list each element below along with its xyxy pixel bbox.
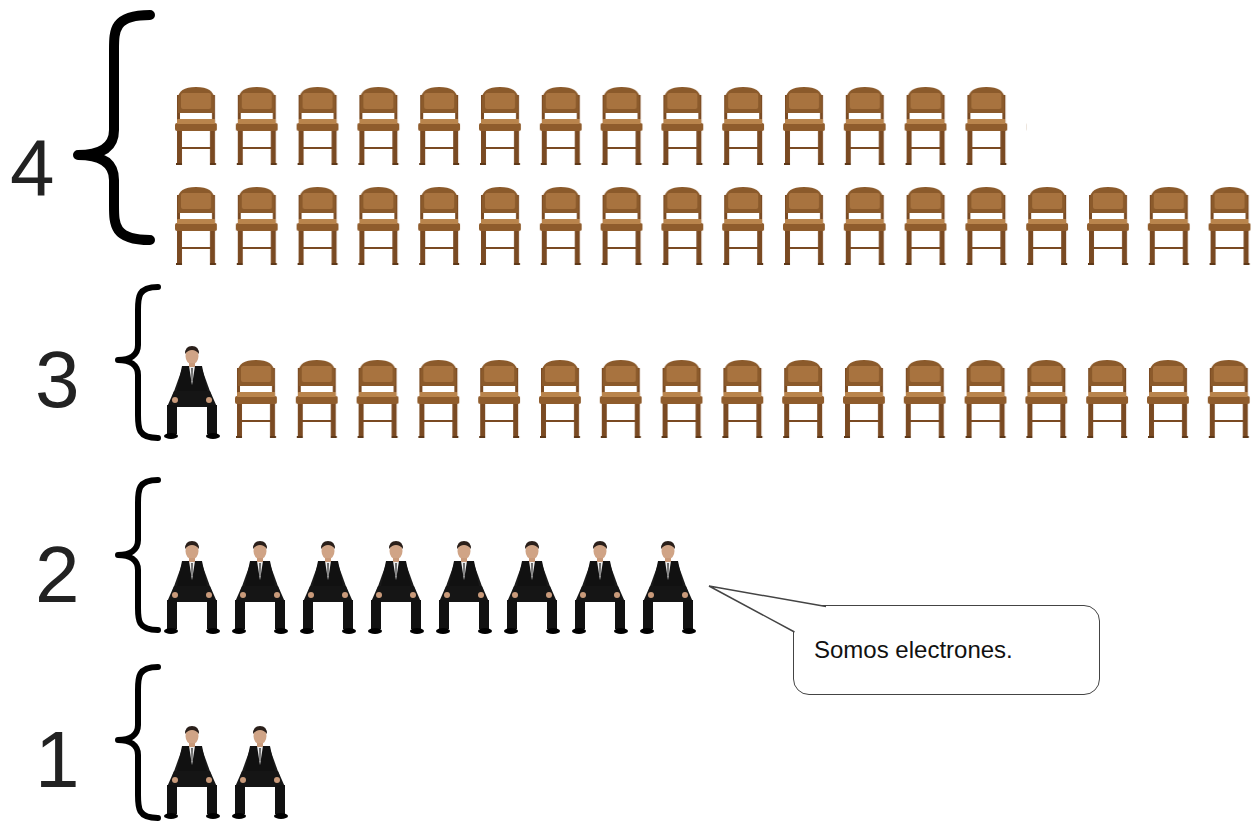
level-brace xyxy=(118,667,158,818)
level-brace xyxy=(78,15,150,240)
empty-chairs xyxy=(175,185,1254,265)
electron-people xyxy=(163,540,707,636)
empty-chairs xyxy=(235,358,1254,438)
level-number: 3 xyxy=(35,340,80,420)
level-brace xyxy=(118,287,158,438)
electron-people xyxy=(163,725,299,821)
level-number: 4 xyxy=(10,128,55,208)
empty-chairs xyxy=(175,85,1026,165)
speech-text: Somos electrones. xyxy=(814,636,1013,664)
electron-person xyxy=(164,346,220,439)
speech-tail-outline xyxy=(709,586,826,632)
level-number: 1 xyxy=(35,720,80,800)
level-number: 2 xyxy=(35,535,80,615)
speech-bubble: Somos electrones. xyxy=(793,605,1100,695)
speech-tail-fill xyxy=(709,586,826,632)
level-brace xyxy=(118,480,158,630)
